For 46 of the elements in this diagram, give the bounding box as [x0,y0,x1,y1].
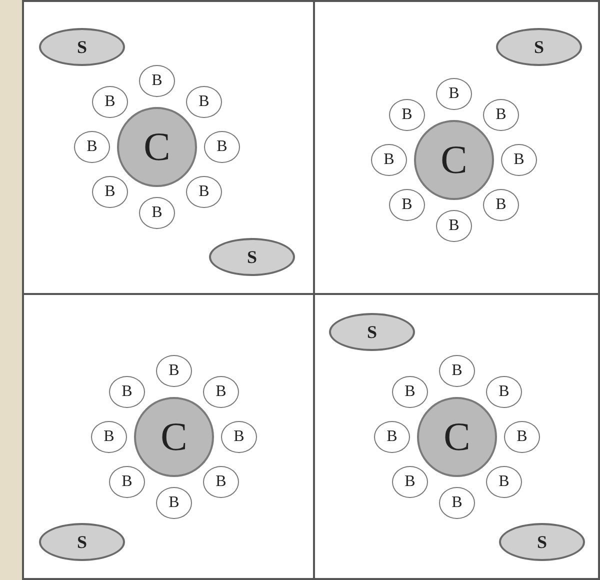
small-circle: B [139,65,175,97]
small-circle: B [139,197,175,229]
quadrant-panel [313,293,600,580]
small-circle: B [389,189,425,221]
small-circle: B [203,466,239,498]
center-circle: C [134,397,214,477]
quadrant-panel [22,293,315,580]
center-circle: C [417,397,497,477]
small-circle: B [501,144,537,176]
quadrant-panel [313,0,600,295]
small-circle: B [483,189,519,221]
center-circle: C [117,107,197,187]
small-circle: B [203,376,239,408]
small-circle: B [392,466,428,498]
center-circle: C [414,120,494,200]
small-circle: B [486,376,522,408]
small-circle: B [74,131,110,163]
small-circle: B [374,421,410,453]
small-circle: B [371,144,407,176]
small-circle: B [389,99,425,131]
small-circle: B [204,131,240,163]
small-circle: B [91,421,127,453]
small-circle: B [436,78,472,110]
small-circle: B [439,487,475,519]
oval: S [329,313,415,351]
small-circle: B [109,466,145,498]
small-circle: B [483,99,519,131]
small-circle: B [436,210,472,242]
oval: S [209,238,295,276]
small-circle: B [186,86,222,118]
oval: S [499,523,585,561]
oval: S [496,28,582,66]
small-circle: B [221,421,257,453]
oval: S [39,28,125,66]
small-circle: B [156,355,192,387]
small-circle: B [156,487,192,519]
small-circle: B [486,466,522,498]
small-circle: B [92,86,128,118]
small-circle: B [392,376,428,408]
small-circle: B [439,355,475,387]
small-circle: B [109,376,145,408]
quadrant-panel [22,0,315,295]
oval: S [39,523,125,561]
small-circle: B [504,421,540,453]
small-circle: B [92,176,128,208]
small-circle: B [186,176,222,208]
